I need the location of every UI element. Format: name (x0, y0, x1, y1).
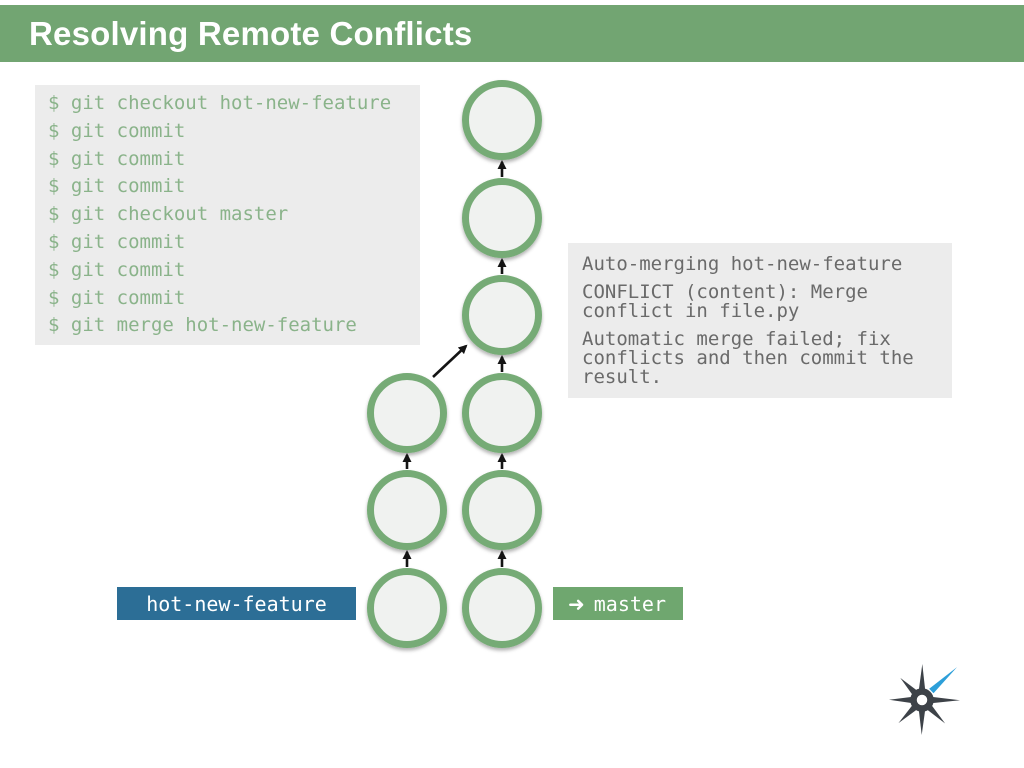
commit-node (462, 568, 542, 648)
arrow-right-icon: ➜ (568, 591, 585, 616)
slide-header: Resolving Remote Conflicts (0, 5, 1024, 62)
branch-label-master: ➜ master (553, 587, 683, 620)
git-command-line: $ git commit (48, 286, 186, 309)
commit-node (462, 275, 542, 355)
git-command-line: $ git commit (48, 119, 186, 142)
git-command-line: $ git checkout master (48, 203, 289, 226)
git-command-line: $ git checkout hot-new-feature (48, 92, 392, 114)
commit-node (462, 80, 542, 160)
git-command-line: $ git commit (48, 147, 186, 170)
branch-label-text: master (593, 591, 667, 616)
git-command-line: $ git commit (48, 230, 186, 253)
slide-title: Resolving Remote Conflicts (29, 14, 473, 52)
git-command-line: $ git merge hot-new-feature (48, 314, 357, 337)
merge-output-paragraph: CONFLICT (content): Merge conflict in fi… (582, 281, 868, 322)
merge-output-paragraph: Automatic merge failed; fix conflicts an… (582, 328, 914, 388)
commit-node (367, 568, 447, 648)
commit-node (367, 373, 447, 453)
branch-label-hot-new-feature: hot-new-feature (117, 587, 356, 620)
logo-star-icon (889, 664, 960, 735)
commit-node (462, 178, 542, 258)
commit-node (462, 470, 542, 550)
commit-node (462, 373, 542, 453)
git-command-line: $ git commit (48, 258, 186, 281)
merge-arrow (432, 344, 468, 378)
commit-node (367, 470, 447, 550)
merge-output-paragraph: Auto-merging hot-new-feature (582, 253, 903, 275)
git-command-line: $ git commit (48, 175, 186, 198)
branch-label-text: hot-new-feature (146, 591, 327, 616)
git-commands-code-block: $ git checkout hot-new-feature $ git comm… (35, 85, 420, 346)
